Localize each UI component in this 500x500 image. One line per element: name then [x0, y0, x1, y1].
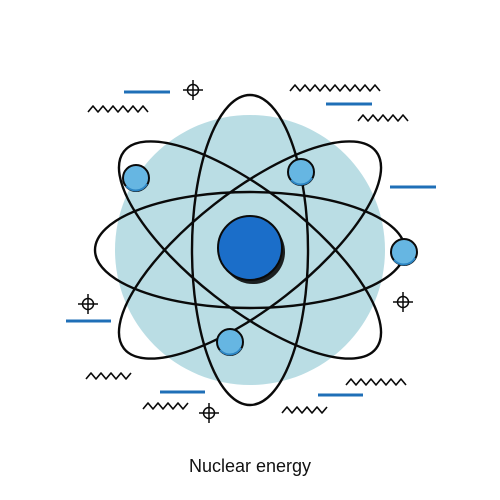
electrons — [122, 158, 418, 356]
accent-dashes — [66, 90, 436, 397]
electron-right — [390, 238, 418, 266]
crosshair-icon — [393, 292, 413, 312]
wave-decorations — [85, 84, 409, 414]
orbit-diagonal-right — [117, 140, 383, 360]
wave-decoration — [281, 406, 328, 414]
caption-text: Nuclear energy — [188, 456, 312, 476]
crosshair-icon — [183, 80, 203, 100]
wave-decoration — [87, 105, 149, 113]
crosshair-icon — [78, 294, 98, 314]
wave-decoration — [289, 84, 381, 92]
nucleus — [217, 215, 285, 284]
orbit-diagonal-left — [117, 140, 383, 360]
wave-decoration — [142, 402, 189, 410]
orbit-vertical — [190, 93, 310, 407]
electron-bottom — [216, 328, 244, 356]
wave-decoration — [345, 378, 407, 386]
electron-top-left — [122, 164, 150, 192]
crosshair-decorations — [78, 80, 413, 423]
crosshair-icon — [199, 403, 219, 423]
wave-decoration — [357, 114, 409, 122]
wave-decoration — [85, 372, 132, 380]
electron-top-right — [287, 158, 315, 186]
